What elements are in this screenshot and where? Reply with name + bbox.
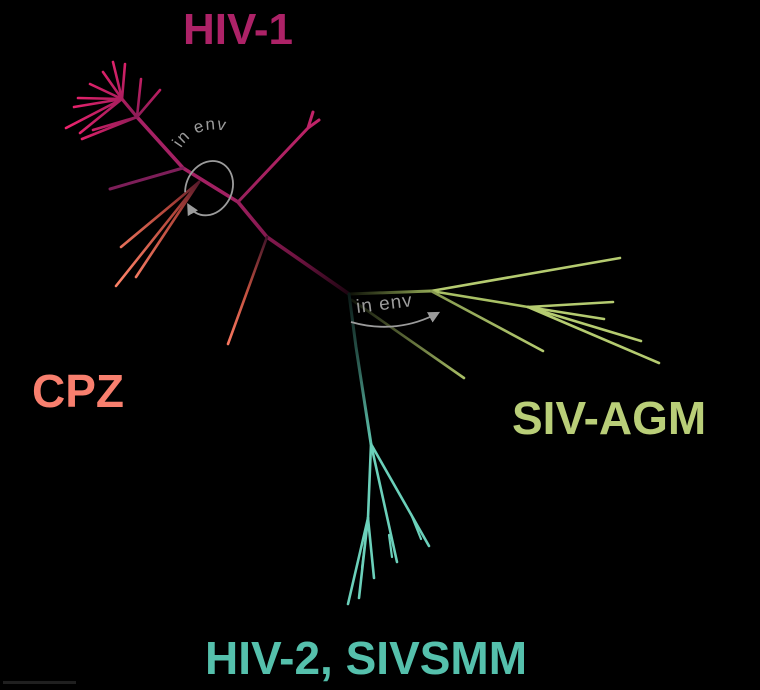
env-loop-label: in env [169,114,229,150]
branch [387,533,394,559]
branch [369,442,431,548]
branch [429,289,545,353]
branch [350,298,466,380]
branch [88,82,124,101]
branch [236,110,321,204]
siv-agm-label: SIV-AGM [512,392,706,444]
branch [135,77,143,119]
scale-bar [3,681,76,684]
branch [429,289,530,309]
branch [347,289,433,296]
branch [80,115,139,141]
branch [366,516,376,580]
branch [72,97,124,109]
branch [101,70,124,101]
branch [429,256,622,293]
branch [526,305,643,343]
branch [526,305,661,365]
siv-agm-clade [347,256,661,380]
branch [114,180,201,288]
env-arrow-annotation: in env [350,290,441,328]
loop-arrow-icon [184,160,234,217]
branch [64,97,124,130]
branch [357,516,370,600]
branch [119,180,201,249]
hiv1-label: HIV-1 [183,5,293,54]
branch [78,97,124,135]
branch [108,166,185,191]
branch [347,292,373,446]
branch [366,442,373,520]
branch [226,235,269,346]
branch [526,305,606,321]
hiv2-sivsmm-label: HIV-2, SIVSMM [205,632,527,684]
branch [369,442,399,564]
branch [346,516,370,606]
branch [120,97,139,119]
branch [134,180,201,279]
hiv2-sivsmm-clade [346,292,431,606]
hiv1-clade [64,60,351,296]
branch [120,62,127,101]
branch [409,512,423,541]
cpz-clade [114,180,269,346]
branch [526,300,615,309]
branch [111,60,124,101]
branch [135,88,162,119]
curved-arrow-icon [350,311,441,328]
branch [76,96,124,101]
cpz-label: CPZ [32,365,124,417]
